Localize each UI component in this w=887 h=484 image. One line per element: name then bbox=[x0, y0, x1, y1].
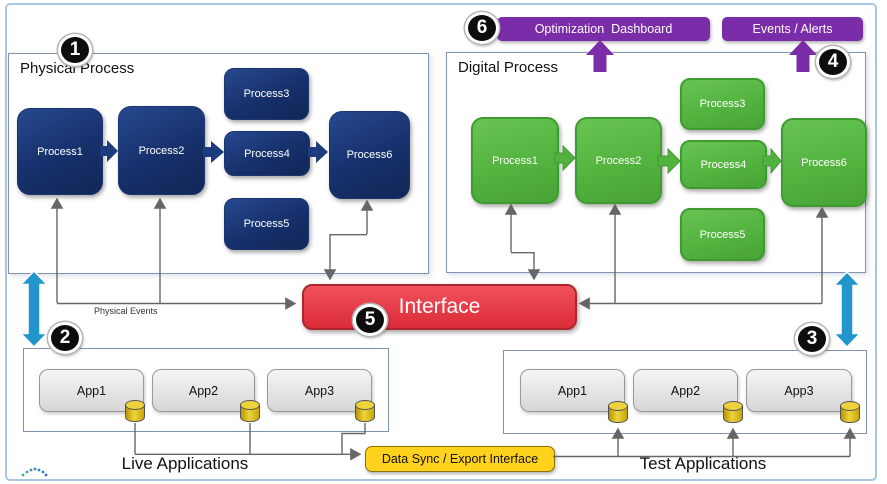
digital-process2-box: Process2 bbox=[575, 117, 662, 204]
test-app3-box: App3 bbox=[746, 369, 852, 412]
physical-process5-box: Process5 bbox=[224, 198, 309, 250]
digital-process4-box: Process4 bbox=[680, 140, 767, 189]
database-cylinder-icon bbox=[355, 400, 375, 423]
data-sync-export-interface-box: Data Sync / Export Interface bbox=[365, 446, 555, 472]
physical-events-label: Physical Events bbox=[94, 306, 158, 316]
physical-process4-box: Process4 bbox=[224, 131, 310, 176]
digital-process1-box: Process1 bbox=[471, 117, 559, 204]
step-badge-4: 4 bbox=[816, 46, 850, 78]
optimization-dashboard-bar: Optimization Dashboard bbox=[497, 17, 710, 41]
live-applications-caption: Live Applications bbox=[121, 454, 249, 473]
database-cylinder-icon bbox=[723, 401, 743, 424]
digital-process5-box: Process5 bbox=[680, 208, 765, 261]
physical-process3-box: Process3 bbox=[224, 68, 309, 120]
physical-process2-box: Process2 bbox=[118, 106, 205, 195]
physical-process-title: Physical Process bbox=[20, 60, 135, 77]
database-cylinder-icon bbox=[840, 401, 860, 424]
step-badge-5: 5 bbox=[353, 304, 387, 336]
digital-process-title: Digital Process bbox=[458, 59, 559, 76]
step-badge-2: 2 bbox=[48, 322, 82, 354]
database-cylinder-icon bbox=[608, 401, 628, 424]
live-app3-box: App3 bbox=[267, 369, 372, 412]
digital-process6-box: Process6 bbox=[781, 118, 867, 207]
test-app1-box: App1 bbox=[520, 369, 625, 412]
physical-process1-box: Process1 bbox=[17, 108, 103, 195]
database-cylinder-icon bbox=[125, 400, 145, 423]
step-badge-1: 1 bbox=[58, 34, 92, 66]
step-badge-6: 6 bbox=[465, 12, 499, 44]
physical-process6-box: Process6 bbox=[329, 111, 410, 199]
outer-frame bbox=[5, 3, 877, 481]
test-applications-caption: Test Applications bbox=[639, 454, 767, 473]
interface-box: Interface bbox=[302, 284, 577, 330]
digital-process3-box: Process3 bbox=[680, 78, 765, 130]
test-app2-box: App2 bbox=[633, 369, 738, 412]
step-badge-3: 3 bbox=[795, 323, 829, 355]
database-cylinder-icon bbox=[240, 400, 260, 423]
live-app2-box: App2 bbox=[152, 369, 255, 412]
events-alerts-bar: Events / Alerts bbox=[722, 17, 863, 41]
